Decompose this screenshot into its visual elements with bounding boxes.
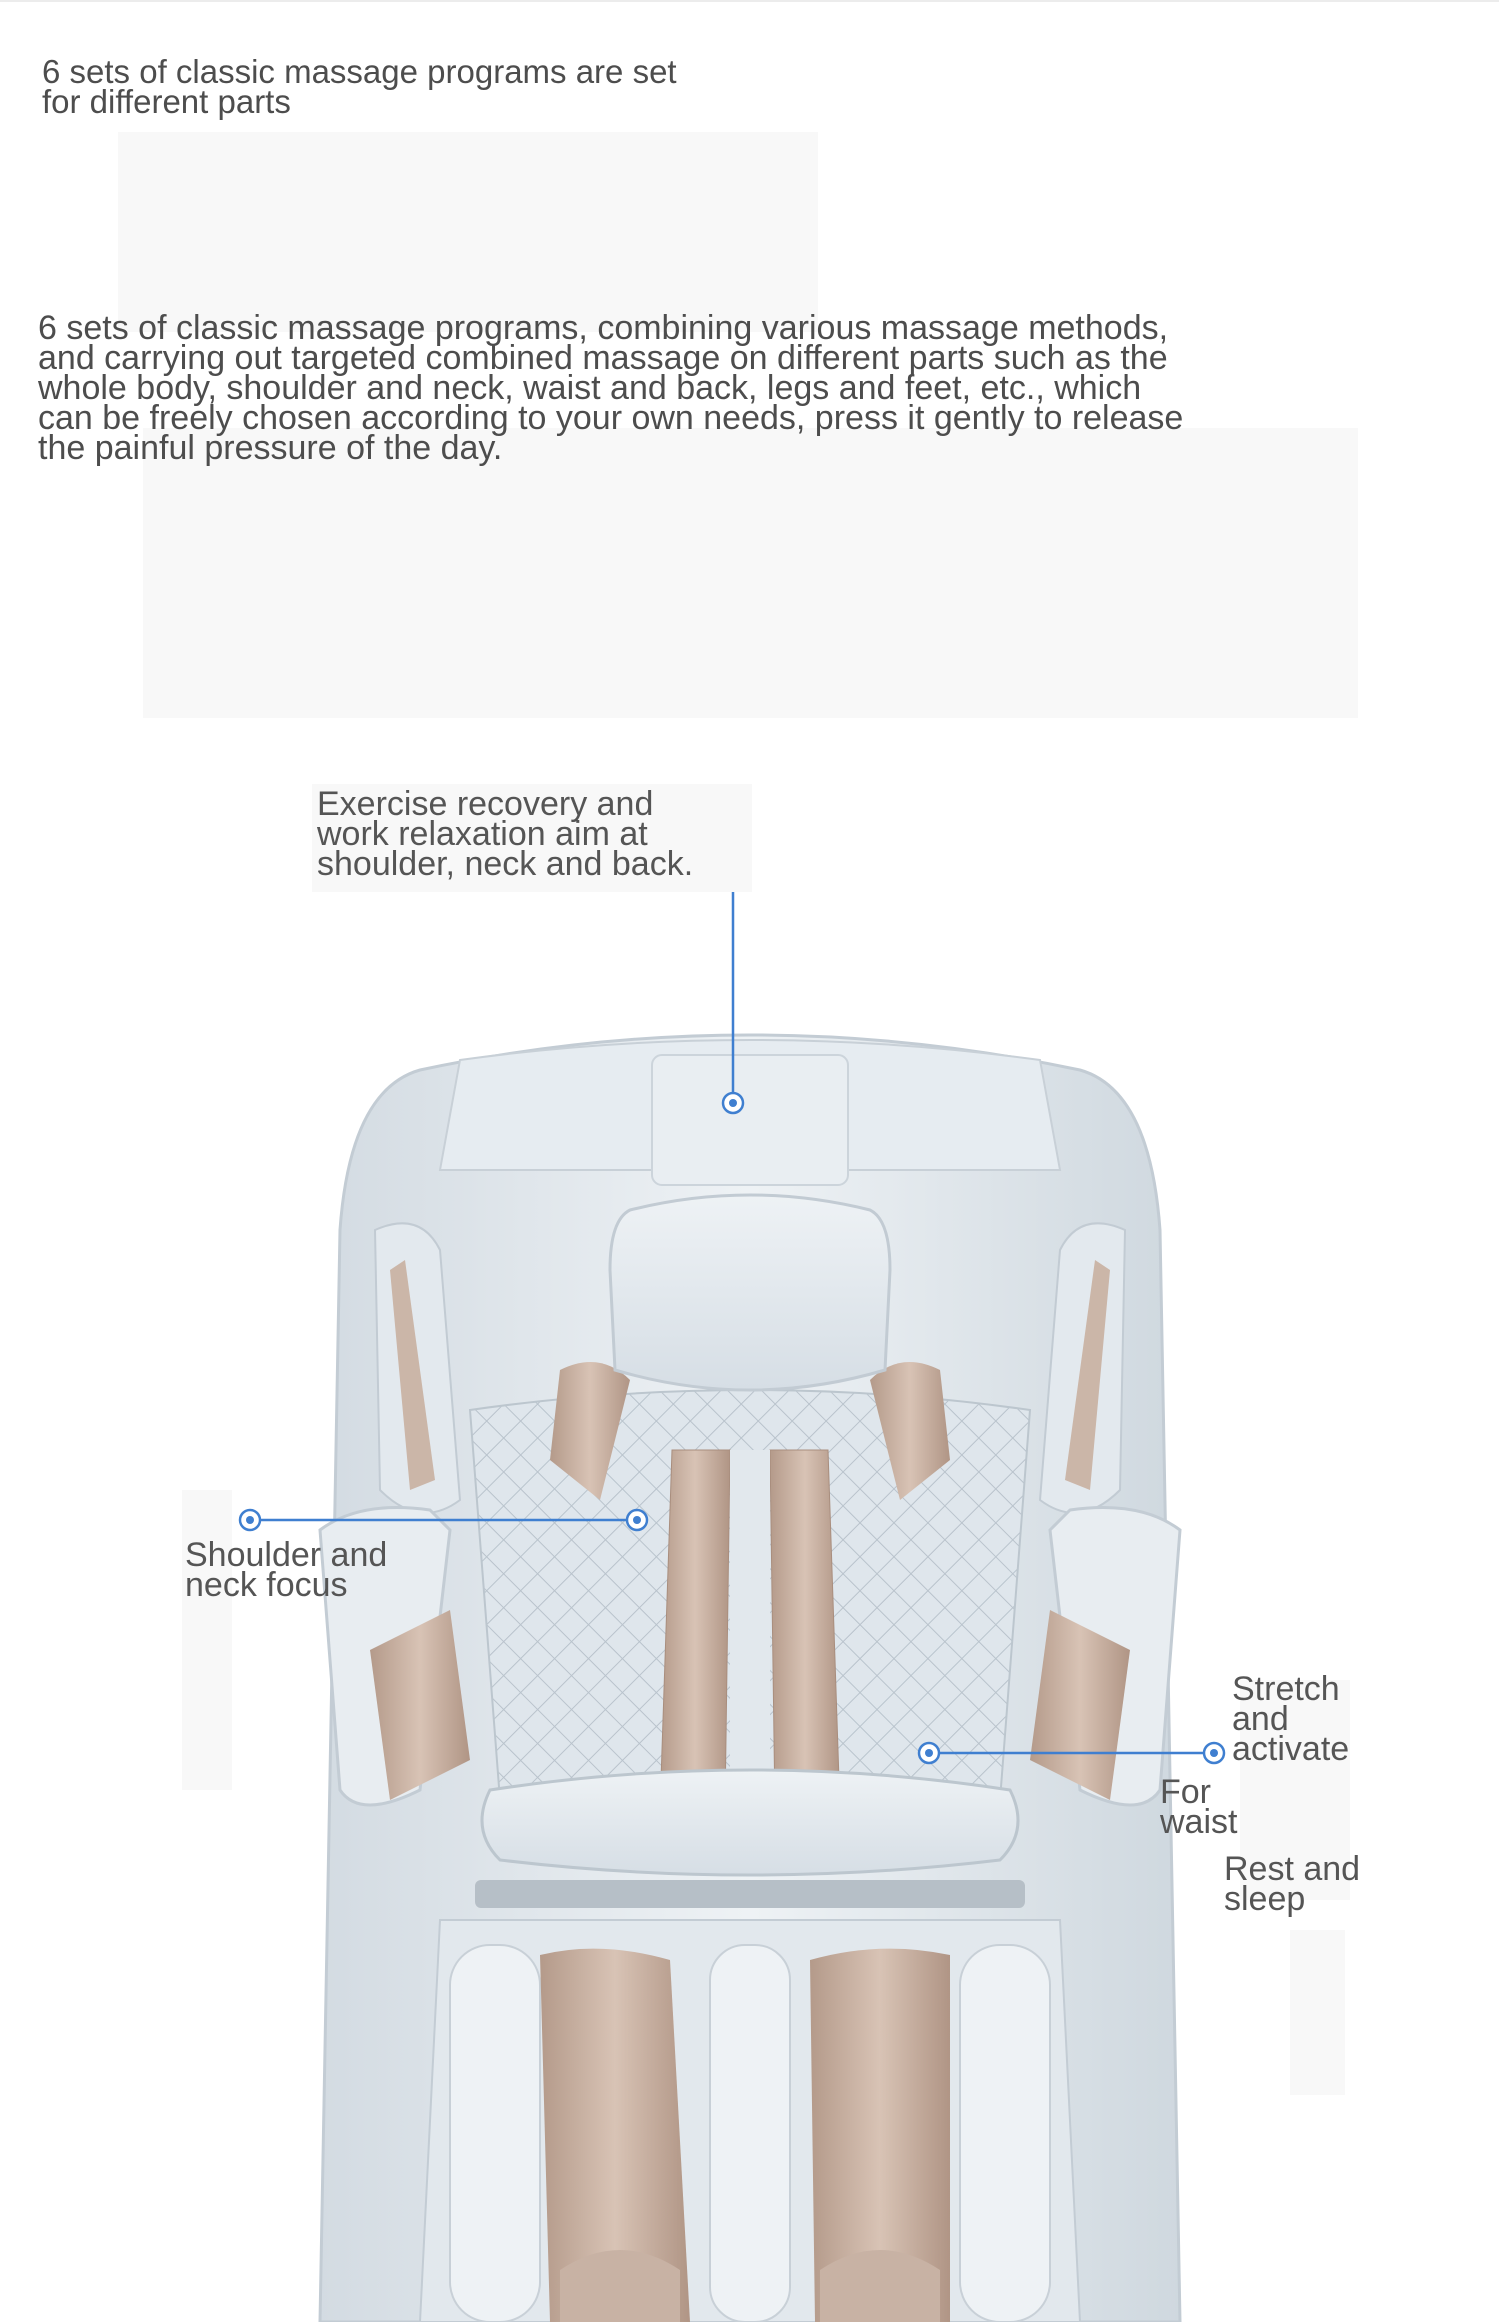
callout-dot-icon <box>625 1508 649 1532</box>
callout-label-waist: For waist <box>1160 1773 1238 1841</box>
bg-panel-left <box>182 1490 232 1790</box>
massage-chair-illustration <box>318 1033 1182 2322</box>
top-divider <box>0 0 1499 2</box>
callout-label-rest: Rest and sleep <box>1224 1850 1361 1918</box>
callout-dot-icon <box>1202 1741 1226 1765</box>
bg-panel-callout-top <box>312 784 752 892</box>
massage-chair-image <box>300 1030 1200 2322</box>
callout-label-shoulder: Shoulder and neck focus <box>185 1536 388 1604</box>
bg-panel-1 <box>118 132 818 332</box>
section-description: 6 sets of classic massage programs, comb… <box>38 309 1184 467</box>
callout-dot-icon <box>238 1508 262 1532</box>
bg-panel-right-1 <box>1240 1680 1350 1900</box>
callout-dot-icon <box>721 1091 745 1115</box>
bg-panel-2 <box>143 428 1358 718</box>
bg-panel-right-2 <box>1290 1930 1345 2095</box>
callout-label-top: Exercise recovery and work relaxation ai… <box>317 785 694 883</box>
section-subtitle: 6 sets of classic massage programs are s… <box>42 53 677 120</box>
callout-label-stretch: Stretch and activate <box>1232 1670 1350 1768</box>
callout-dot-icon <box>917 1741 941 1765</box>
